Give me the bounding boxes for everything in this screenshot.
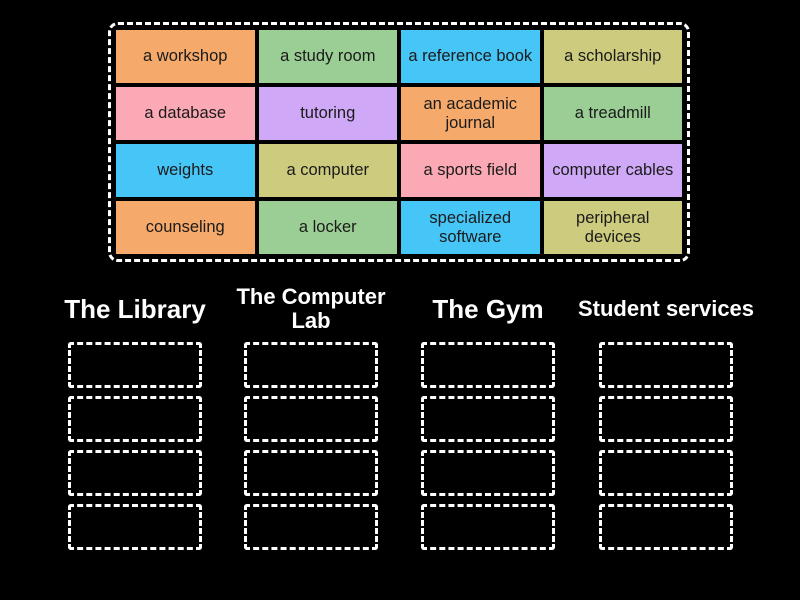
word-tile[interactable]: tutoring bbox=[258, 87, 397, 140]
dropzone-list bbox=[599, 342, 733, 550]
dropzone-list bbox=[68, 342, 202, 550]
word-tile[interactable]: a locker bbox=[258, 201, 397, 254]
dropzone-slot[interactable] bbox=[421, 342, 555, 388]
word-tile[interactable]: specialized software bbox=[401, 201, 540, 254]
word-tile[interactable]: counseling bbox=[116, 201, 255, 254]
dropzone-slot[interactable] bbox=[68, 342, 202, 388]
dropzone-slot[interactable] bbox=[421, 396, 555, 442]
word-tile[interactable]: a scholarship bbox=[543, 30, 682, 83]
category-column: The Library bbox=[46, 276, 224, 586]
dropzone-slot[interactable] bbox=[599, 342, 733, 388]
word-tile[interactable]: a reference book bbox=[401, 30, 540, 83]
dropzone-list bbox=[244, 342, 378, 550]
word-tile[interactable]: a sports field bbox=[401, 144, 540, 197]
word-tile[interactable]: a treadmill bbox=[543, 87, 682, 140]
category-title: The Library bbox=[64, 293, 206, 324]
category-column: Student services bbox=[577, 276, 755, 586]
dropzone-slot[interactable] bbox=[599, 504, 733, 550]
category-title: The Computer Lab bbox=[236, 284, 386, 333]
word-tile[interactable]: computer cables bbox=[543, 144, 682, 197]
word-tile[interactable]: a database bbox=[116, 87, 255, 140]
word-tile[interactable]: weights bbox=[116, 144, 255, 197]
dropzone-slot[interactable] bbox=[244, 450, 378, 496]
category-title: The Gym bbox=[432, 293, 544, 324]
dropzone-list bbox=[421, 342, 555, 550]
dropzone-slot[interactable] bbox=[244, 342, 378, 388]
dropzone-slot[interactable] bbox=[599, 450, 733, 496]
word-tile[interactable]: peripheral devices bbox=[543, 201, 682, 254]
dropzone-slot[interactable] bbox=[68, 504, 202, 550]
category-column: The Gym bbox=[399, 276, 577, 586]
dropzone-slot[interactable] bbox=[599, 396, 733, 442]
category-title: Student services bbox=[577, 296, 755, 322]
dropzone-slot[interactable] bbox=[68, 450, 202, 496]
dropzone-slot[interactable] bbox=[68, 396, 202, 442]
category-column: The Computer Lab bbox=[222, 276, 400, 586]
word-tile[interactable]: a computer bbox=[258, 144, 397, 197]
dropzone-slot[interactable] bbox=[244, 504, 378, 550]
word-tile[interactable]: a workshop bbox=[116, 30, 255, 83]
word-tile[interactable]: a study room bbox=[258, 30, 397, 83]
word-tile[interactable]: an academic journal bbox=[401, 87, 540, 140]
dropzone-slot[interactable] bbox=[421, 450, 555, 496]
categories-area: The Library The Computer Lab The Gym Studen… bbox=[0, 276, 800, 586]
dropzone-slot[interactable] bbox=[421, 504, 555, 550]
dropzone-slot[interactable] bbox=[244, 396, 378, 442]
